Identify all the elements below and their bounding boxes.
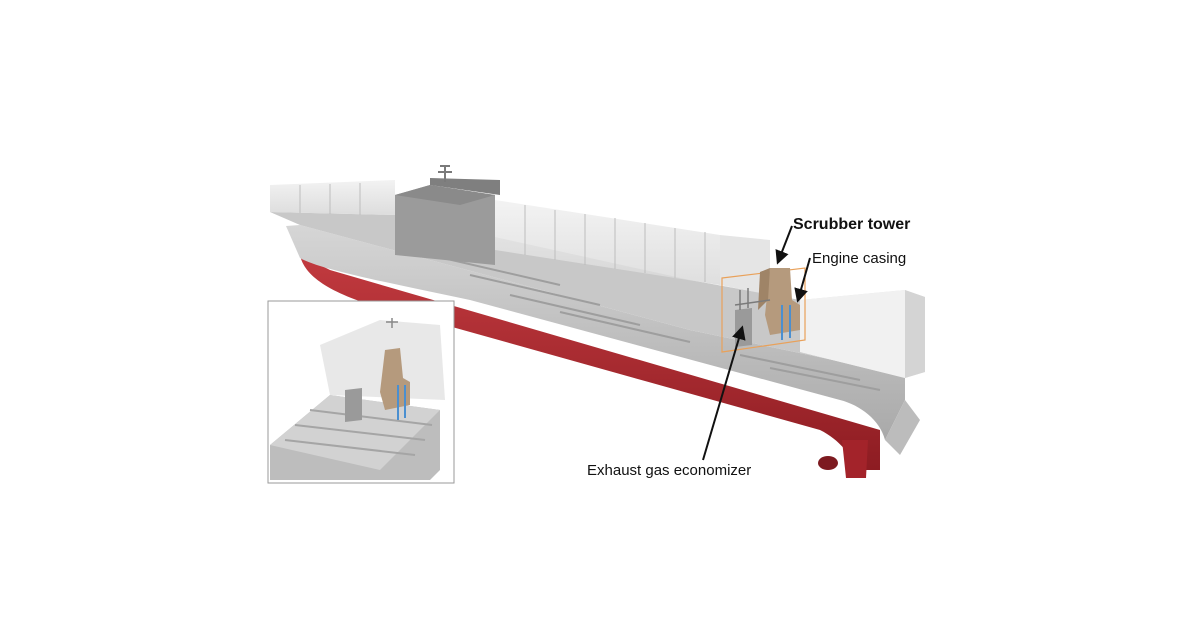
mast	[438, 165, 452, 182]
scrubber-tower	[765, 268, 800, 335]
exhaust-gas-economizer-arrow	[702, 325, 746, 461]
scrubber-tower-label: Scrubber tower	[793, 216, 911, 233]
container-stacks-fore	[270, 180, 395, 215]
container-stacks-mid	[495, 200, 720, 285]
scrubber-tower-arrow	[775, 225, 793, 265]
propeller	[818, 456, 838, 470]
hull-grey-side	[286, 225, 905, 440]
inset-detail	[270, 318, 445, 480]
rudder	[842, 440, 868, 478]
deckhouse	[395, 185, 495, 265]
engine-casing-arrow	[794, 257, 811, 303]
exhaust-gas-economizer-label: Exhaust gas economizer	[587, 462, 752, 479]
engine-casing-label: Engine casing	[812, 250, 907, 267]
